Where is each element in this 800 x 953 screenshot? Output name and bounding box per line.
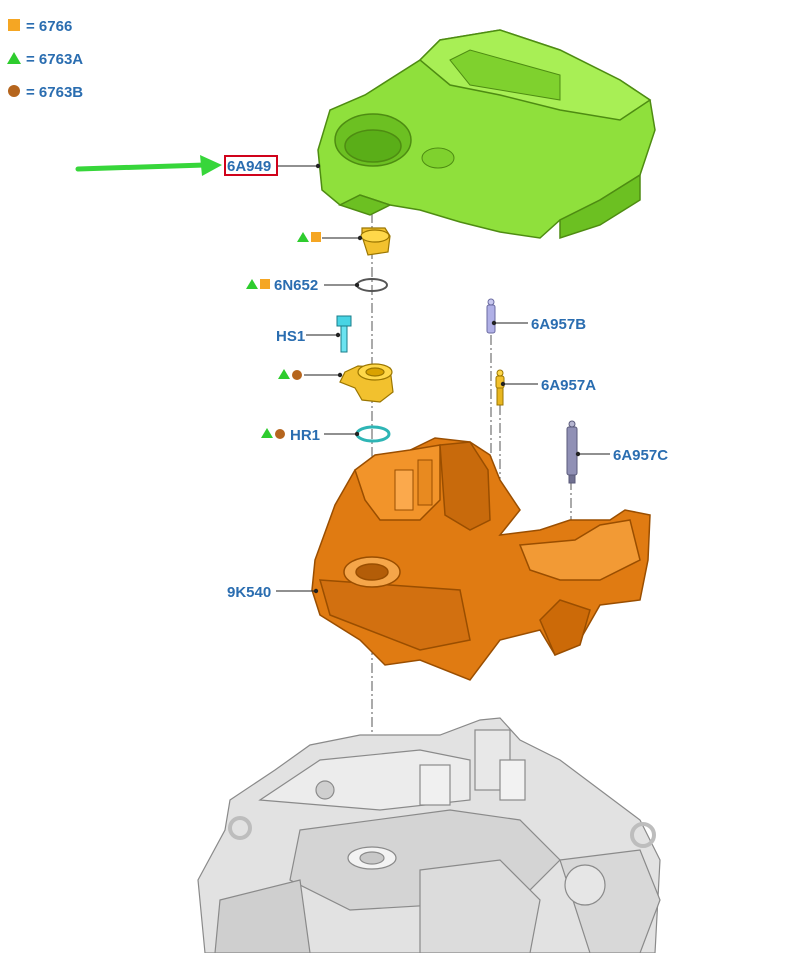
triangle-icon [278,369,290,379]
label-sensor-a[interactable]: 6A957A [541,377,596,394]
legend-item-6763b: = 6763B [26,84,83,101]
legend-item-6766: = 6766 [26,18,72,35]
bolt-part [336,315,352,353]
label-sensor-b[interactable]: 6A957B [531,316,586,333]
circle-icon [8,85,20,97]
part-symbol-markers [246,232,321,439]
sensor-c-part [566,420,578,484]
label-o-ring[interactable]: 6N652 [274,277,318,294]
engine-block [197,717,661,953]
label-intake-manifold[interactable]: 9K540 [227,584,271,601]
oil-filler-cap [360,227,391,256]
triangle-icon [7,52,21,64]
square-icon [311,232,321,242]
square-icon [260,279,270,289]
pointer-arrow-icon [75,155,222,176]
sensor-a-part [495,369,505,406]
circle-icon [275,429,285,439]
triangle-icon [246,279,258,289]
intake-manifold-part [311,437,651,681]
seal-ring-part [355,425,391,443]
leader-lines [276,165,610,592]
label-sensor-c[interactable]: 6A957C [613,447,668,464]
sensor-b-part [486,298,496,334]
leader-dots [313,163,581,594]
triangle-icon [261,428,273,438]
highlight-box [224,155,278,176]
square-icon [8,19,20,31]
legend-item-6763a: = 6763A [26,51,83,68]
triangle-icon [297,232,309,242]
label-bolt[interactable]: HS1 [276,328,305,345]
label-engine-cover[interactable]: 6A949 [227,158,271,175]
legend: = 6766 = 6763A = 6763B [7,18,83,101]
oil-filler-neck [339,363,394,403]
label-seal-ring[interactable]: HR1 [290,427,320,444]
engine-cover-part [317,29,656,240]
circle-icon [292,370,302,380]
